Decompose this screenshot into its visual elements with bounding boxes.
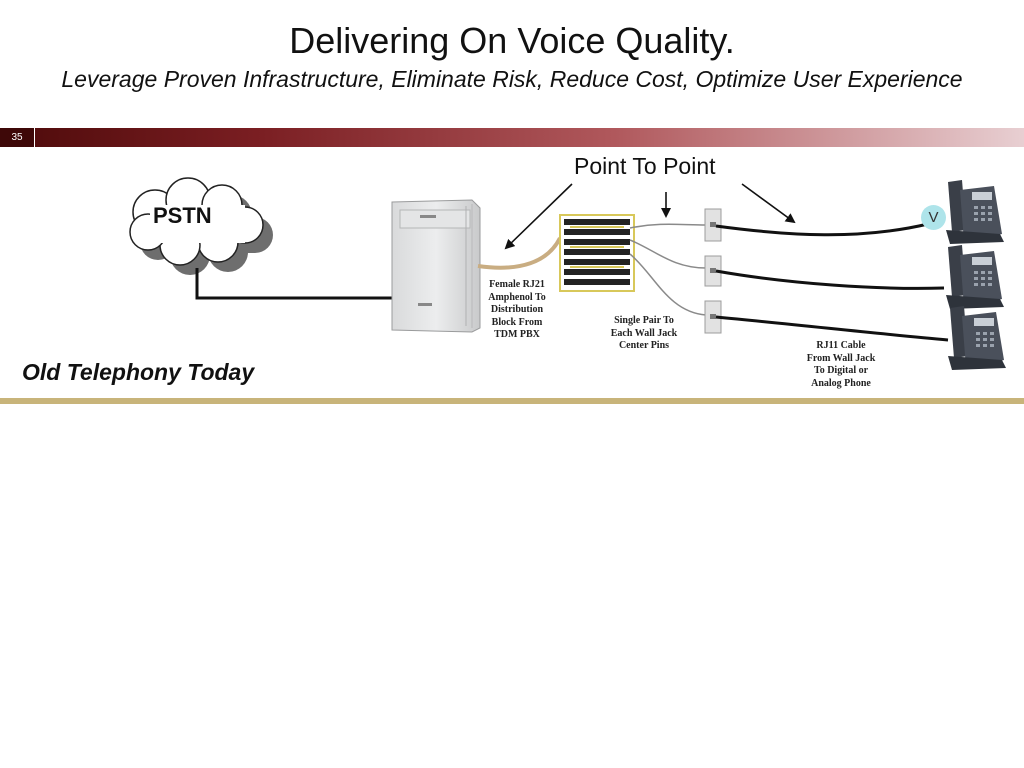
- single-pair-wires: [629, 223, 707, 316]
- distribution-block-icon: [559, 214, 635, 292]
- phone-icons: [946, 180, 1006, 370]
- amphenol-cable: [477, 237, 562, 270]
- pstn-trunk-line: [195, 268, 392, 300]
- rj11-note: RJ11 Cable From Wall Jack To Digital or …: [796, 340, 886, 390]
- note-line: Each Wall Jack: [610, 327, 678, 339]
- slide-title: Delivering On Voice Quality.: [289, 20, 735, 61]
- note-line: Amphenol To: [488, 291, 546, 303]
- note-line: Center Pins: [618, 340, 670, 351]
- bottom-divider: [0, 398, 1024, 404]
- note-line: RJ11 Cable: [816, 340, 866, 351]
- pbx-cabinet-icon: [391, 199, 481, 333]
- note-line: TDM PBX: [494, 329, 540, 340]
- single-pair-note: Single Pair To Each Wall Jack Center Pin…: [600, 315, 688, 353]
- diagram-caption: Old Telephony Today: [22, 359, 255, 385]
- slide-subtitle: Leverage Proven Infrastructure, Eliminat…: [61, 66, 963, 92]
- note-line: Analog Phone: [811, 377, 871, 389]
- pstn-label: PSTN: [153, 203, 212, 228]
- pstn-cloud-icon: [129, 177, 273, 275]
- v-badge: V: [921, 205, 946, 230]
- slide-number: 35: [0, 128, 35, 147]
- note-line: Single Pair To: [614, 315, 674, 326]
- point-to-point-arrows: [504, 183, 796, 250]
- rj11-cables: [715, 222, 949, 342]
- telephony-diagram: [129, 177, 1006, 370]
- note-line: Distribution: [490, 304, 544, 315]
- note-line: From Wall Jack: [806, 352, 876, 364]
- amphenol-note: Female RJ21 Amphenol To Distribution Blo…: [478, 279, 556, 342]
- note-line: To Digital or: [813, 365, 869, 376]
- note-line: Female RJ21: [489, 279, 545, 290]
- note-line: Block From: [491, 316, 543, 328]
- header-bar: 35: [0, 128, 1024, 147]
- point-to-point-label: Point To Point: [574, 153, 716, 179]
